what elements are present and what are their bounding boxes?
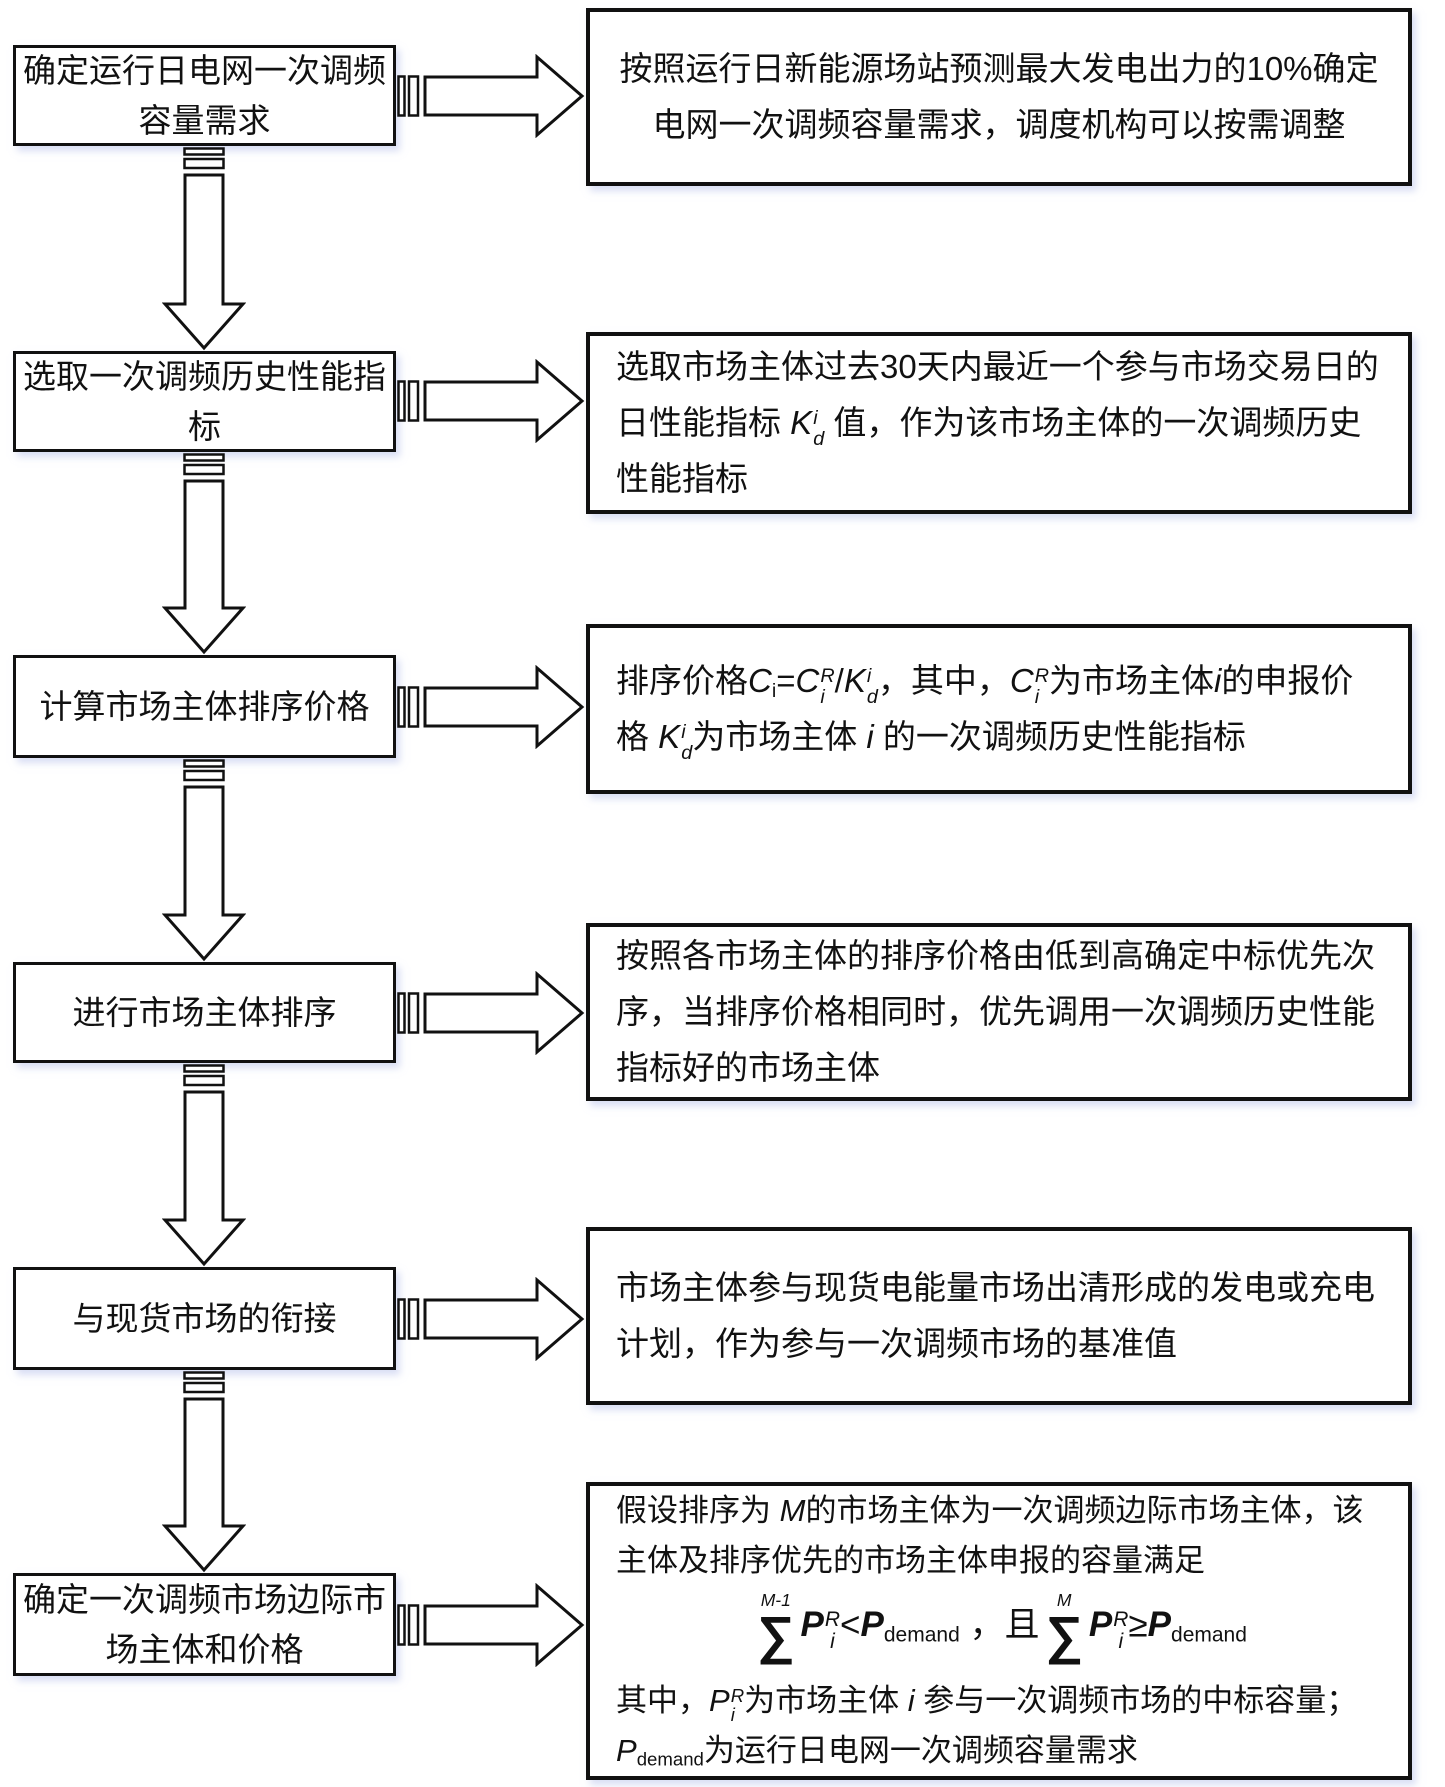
math-var: Pdemand (860, 1605, 960, 1647)
detail-box-1: 按照运行日新能源场站预测最大发电出力的10%确定电网一次调频容量需求，调度机构可… (586, 8, 1412, 186)
striped-right-arrow-icon (397, 665, 585, 749)
right-arrow-4 (396, 971, 586, 1055)
down-arrow-1 (162, 146, 246, 351)
detail-box-5: 市场主体参与现货电能量市场出清形成的发电或充电计划，作为参与一次调频市场的基准值 (586, 1227, 1412, 1405)
detail-text-5: 市场主体参与现货电能量市场出清形成的发电或充电计划，作为参与一次调频市场的基准值 (616, 1268, 1375, 1362)
math-var: Pdemand (616, 1733, 704, 1770)
step-label-6: 确定一次调频市场边际市场主体和价格 (23, 1581, 386, 1668)
step-label-4: 进行市场主体排序 (72, 993, 337, 1031)
right-arrow-1 (396, 54, 586, 138)
striped-right-arrow-icon (397, 1277, 585, 1361)
step-box-2: 选取一次调频历史性能指标 (13, 351, 396, 452)
step-box-3: 计算市场主体排序价格 (13, 655, 396, 758)
striped-down-arrow-icon (162, 453, 246, 655)
math-var: M (779, 1492, 806, 1528)
right-arrow-5 (396, 1277, 586, 1361)
right-arrow-2 (396, 359, 586, 443)
step-box-5: 与现货市场的衔接 (13, 1267, 396, 1370)
striped-right-arrow-icon (397, 54, 585, 138)
down-arrow-3 (162, 758, 246, 962)
math-var: i (866, 718, 874, 755)
right-arrow-6 (396, 1583, 586, 1667)
step-label-3: 计算市场主体排序价格 (39, 687, 370, 725)
sum-symbol: M∑ (1045, 1590, 1083, 1665)
detail-box-6: 假设排序为 M的市场主体为一次调频边际市场主体，该主体及排序优先的市场主体申报的… (586, 1482, 1412, 1780)
sum-symbol: M-1∑ (757, 1590, 795, 1665)
math-var: i (1214, 661, 1222, 699)
step-label-2: 选取一次调频历史性能指标 (23, 358, 386, 445)
detail-text-6: 假设排序为 M的市场主体为一次调频边际市场主体，该主体及排序优先的市场主体申报的… (616, 1486, 1382, 1777)
striped-right-arrow-icon (397, 971, 585, 1055)
step-box-4: 进行市场主体排序 (13, 962, 396, 1063)
detail-text-1: 按照运行日新能源场站预测最大发电出力的10%确定电网一次调频容量需求，调度机构可… (619, 49, 1379, 143)
striped-down-arrow-icon (162, 1064, 246, 1267)
striped-right-arrow-icon (397, 359, 585, 443)
step-box-1: 确定运行日电网一次调频容量需求 (13, 45, 396, 146)
striped-down-arrow-icon (162, 147, 246, 351)
math-var: i (907, 1683, 915, 1718)
step-box-6: 确定一次调频市场边际市场主体和价格 (13, 1573, 396, 1676)
down-arrow-5 (162, 1370, 246, 1573)
math-var: Ci (748, 661, 777, 702)
math-var: Pdemand (1147, 1605, 1247, 1647)
step-label-1: 确定运行日电网一次调频容量需求 (23, 52, 386, 139)
detail-text-4: 按照各市场主体的排序价格由低到高确定中标优先次序，当排序价格相同时，优先调用一次… (616, 936, 1375, 1087)
striped-right-arrow-icon (397, 1583, 585, 1667)
step-label-5: 与现货市场的衔接 (72, 1299, 337, 1337)
down-arrow-2 (162, 452, 246, 655)
detail-box-4: 按照各市场主体的排序价格由低到高确定中标优先次序，当排序价格相同时，优先调用一次… (586, 923, 1412, 1101)
down-arrow-4 (162, 1063, 246, 1267)
right-arrow-3 (396, 665, 586, 749)
striped-down-arrow-icon (162, 759, 246, 962)
striped-down-arrow-icon (162, 1371, 246, 1573)
